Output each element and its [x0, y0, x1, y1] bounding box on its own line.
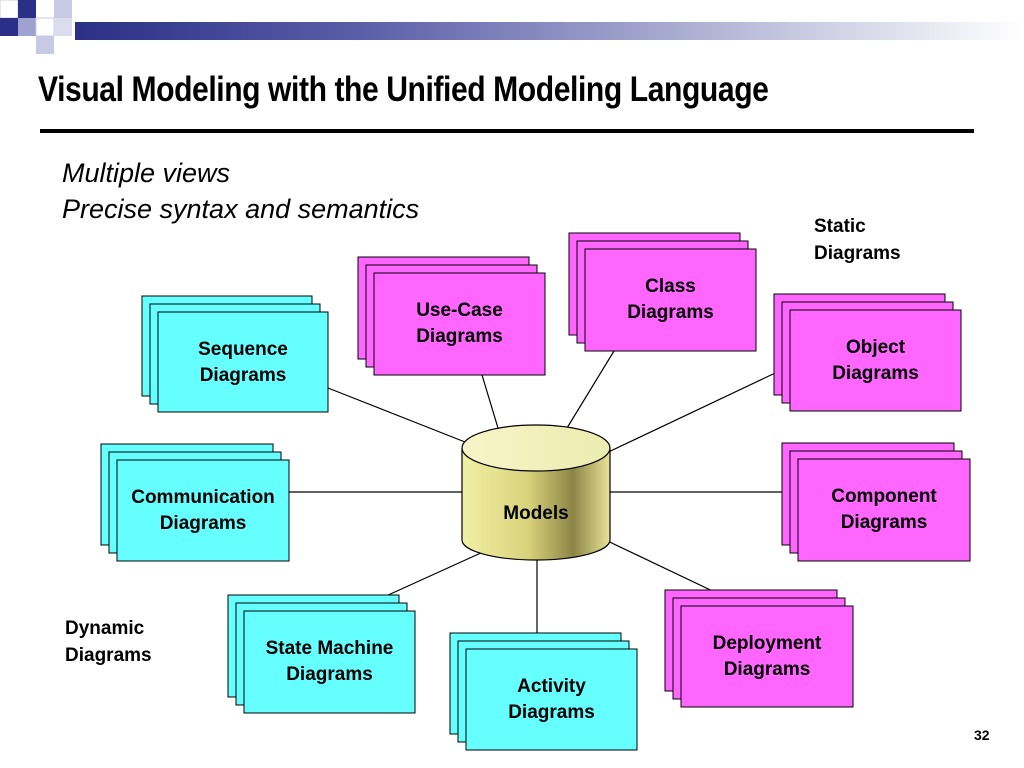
- connector-object: [599, 365, 791, 457]
- connector-class: [566, 350, 615, 429]
- sequence-label-line1: Sequence: [198, 339, 288, 360]
- activity-sheet-3: [465, 648, 638, 751]
- activity-label-line2: Diagrams: [508, 702, 595, 723]
- state-machine-label-line2: Diagrams: [286, 664, 373, 685]
- static-label-line2: Diagrams: [814, 243, 901, 264]
- communication-sheet-3: [116, 459, 290, 562]
- sequence-sheet-3: [157, 311, 329, 413]
- use-case-sheet-3: [373, 272, 546, 376]
- use-case-label-line1: Use-Case: [416, 300, 503, 321]
- object-sheet-3: [789, 309, 962, 412]
- dynamic-label-line2: Diagrams: [65, 645, 152, 666]
- static-diagrams-label: Static Diagrams: [814, 213, 901, 267]
- component-label-line2: Diagrams: [841, 512, 928, 533]
- bullet-precise-syntax: Precise syntax and semantics: [62, 194, 420, 224]
- object-label-line1: Object: [846, 337, 906, 358]
- corner-squares-decoration: [0, 0, 72, 54]
- connector-use-case: [481, 374, 499, 429]
- class-label-line2: Diagrams: [627, 302, 714, 323]
- state-machine-label-line1: State Machine: [266, 638, 394, 659]
- activity-label-line1: Activity: [517, 676, 586, 697]
- dynamic-label-line1: Dynamic: [65, 618, 145, 639]
- title-gradient-bar: [75, 22, 1024, 40]
- connector-state-machine: [385, 551, 484, 597]
- page-number: 32: [974, 727, 990, 743]
- state-machine-sheet-3: [243, 610, 416, 714]
- class-sheet-3: [584, 248, 757, 352]
- class-label-line1: Class: [645, 276, 696, 297]
- sequence-label-line2: Diagrams: [200, 365, 287, 386]
- static-label-line1: Static: [814, 216, 866, 237]
- connector-sequence: [327, 387, 466, 443]
- deployment-sheet-3: [680, 605, 854, 708]
- slide-title: Visual Modeling with the Unified Modelin…: [38, 70, 769, 109]
- dynamic-diagrams-label: Dynamic Diagrams: [65, 615, 152, 669]
- bullet-multiple-views: Multiple views: [62, 158, 231, 188]
- object-label-line2: Diagrams: [832, 363, 919, 384]
- communication-label-line1: Communication: [131, 487, 275, 508]
- models-cylinder: Models: [461, 424, 611, 561]
- component-sheet-3: [797, 458, 971, 562]
- use-case-label-line2: Diagrams: [416, 326, 503, 347]
- deployment-label-line1: Deployment: [713, 633, 822, 654]
- models-label: Models: [503, 503, 568, 524]
- title-underline: [40, 129, 974, 133]
- component-label-line1: Component: [831, 486, 937, 507]
- communication-label-line2: Diagrams: [160, 513, 247, 534]
- deployment-label-line2: Diagrams: [724, 659, 811, 680]
